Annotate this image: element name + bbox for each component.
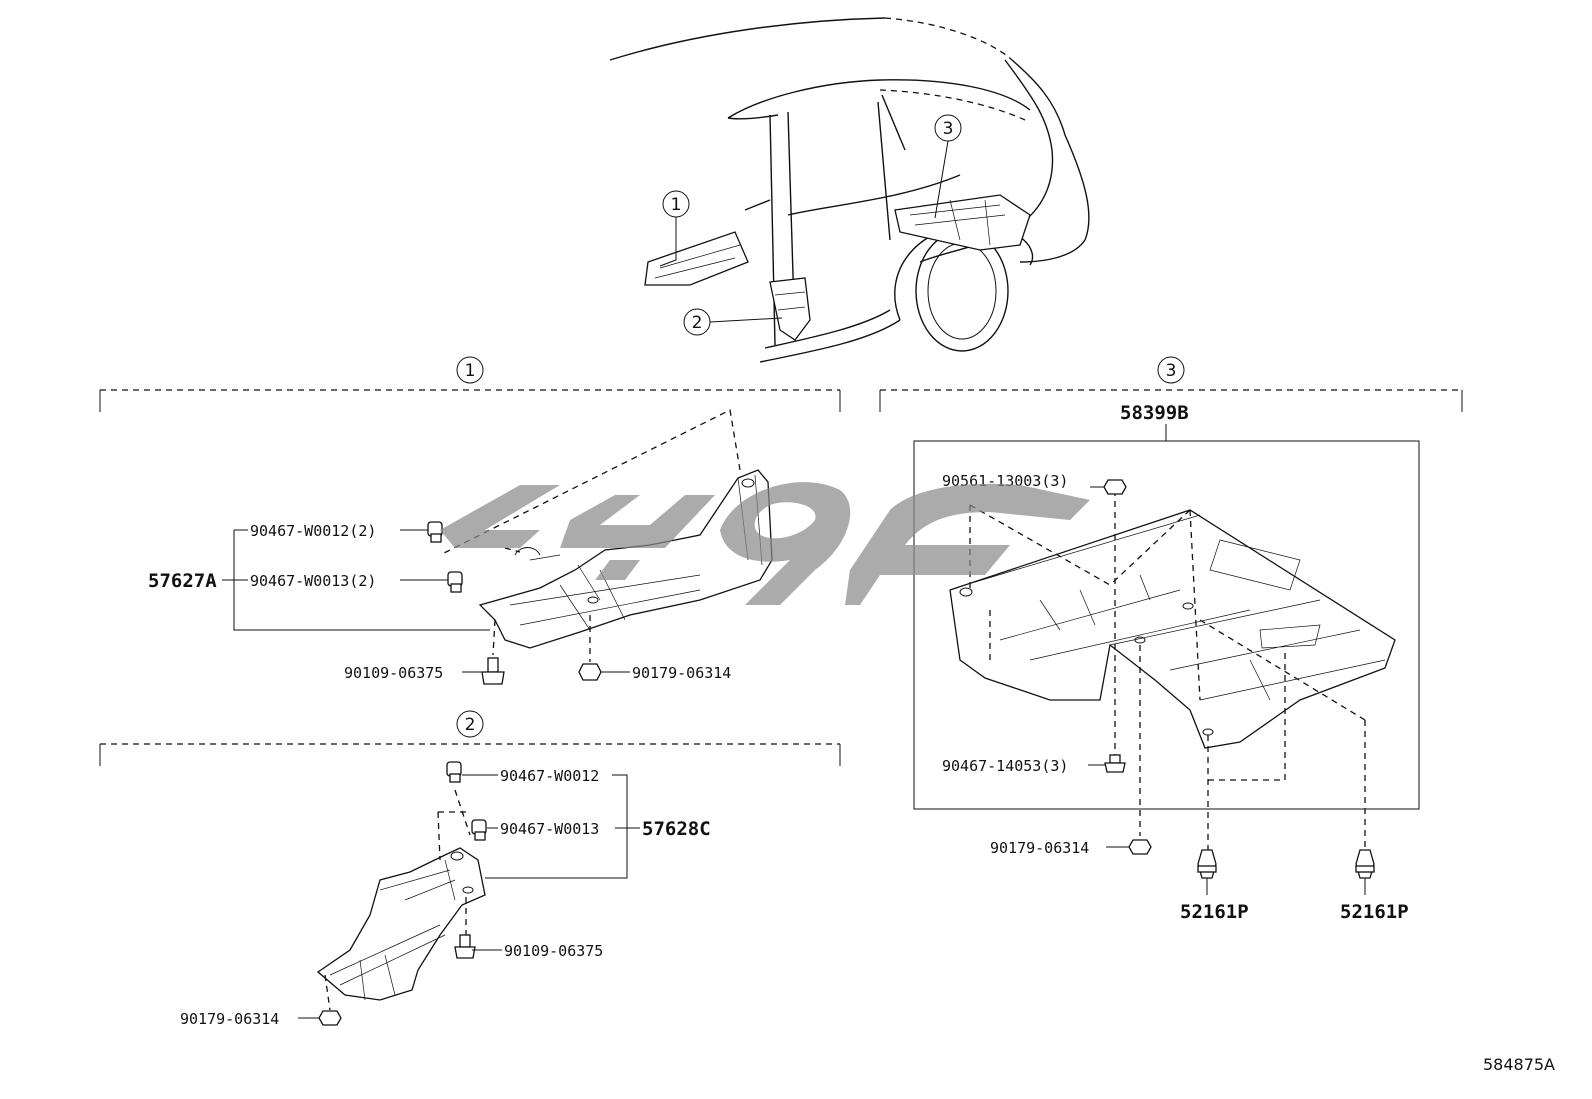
nut-06314-s3-icon <box>1128 839 1152 855</box>
label-90467-w0012-s2: 90467-W0012 <box>500 767 599 785</box>
section-3: 3 58399B <box>879 356 1463 923</box>
section-3-marker: 3 <box>1166 361 1177 381</box>
clip-w0012-s2-icon <box>446 761 462 783</box>
nut-06314-s2-icon <box>318 1010 342 1026</box>
clip-w0013-icon <box>447 571 463 593</box>
label-57628c: 57628C <box>642 818 711 840</box>
label-90109-06375-s2: 90109-06375 <box>504 942 603 960</box>
label-90109-06375-s1: 90109-06375 <box>344 664 443 682</box>
label-90179-06314-s2: 90179-06314 <box>180 1010 279 1028</box>
label-52161p-right: 52161P <box>1340 901 1409 923</box>
label-90467-w0013-s2: 90467-W0013 <box>500 820 599 838</box>
label-57627a: 57627A <box>148 570 217 592</box>
assembly-58399b-frame <box>913 440 1420 810</box>
car-overview <box>609 17 1090 363</box>
bolt-06375-icon <box>481 657 505 685</box>
bolt-06375-s2-icon <box>454 934 476 959</box>
section-1: 1 <box>99 356 841 685</box>
overview-callout-2-number: 2 <box>692 313 703 333</box>
nut-13003-icon <box>1103 479 1127 495</box>
diagram-reference-number: 584875A <box>1483 1055 1555 1074</box>
overview-callout-1: 1 <box>659 190 690 267</box>
label-90467-14053: 90467-14053(3) <box>942 757 1068 775</box>
section-2: 2 90467-W001 <box>99 710 841 1028</box>
section-2-marker: 2 <box>465 715 476 735</box>
overview-callout-1-number: 1 <box>671 195 682 215</box>
label-90467-w0012-s1: 90467-W0012(2) <box>250 522 376 540</box>
section-1-marker: 1 <box>465 361 476 381</box>
label-52161p-left: 52161P <box>1180 901 1249 923</box>
rivet-52161p-right-icon <box>1355 849 1375 895</box>
clip-14053-icon <box>1104 754 1126 773</box>
nut-06314-icon <box>578 663 602 681</box>
overview-callout-3: 3 <box>934 114 962 219</box>
clip-w0013-s2-icon <box>471 819 487 841</box>
label-58399b: 58399B <box>1120 402 1189 424</box>
label-90467-w0013-s1: 90467-W0013(2) <box>250 572 376 590</box>
overview-callout-2: 2 <box>683 308 783 336</box>
watermark-logo <box>440 482 1090 605</box>
label-90179-06314-s3: 90179-06314 <box>990 839 1089 857</box>
rivet-52161p-left-icon <box>1197 849 1217 895</box>
label-90179-06314-s1: 90179-06314 <box>632 664 731 682</box>
overview-callout-3-number: 3 <box>943 119 954 139</box>
clip-w0012-icon <box>427 521 443 543</box>
